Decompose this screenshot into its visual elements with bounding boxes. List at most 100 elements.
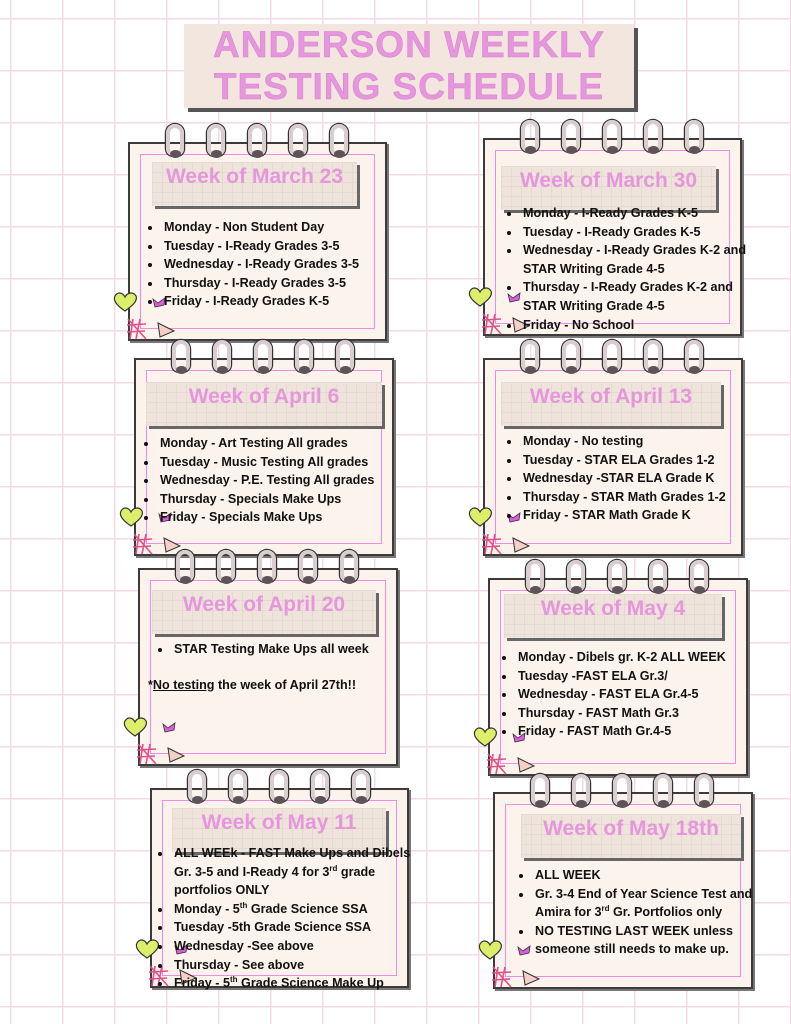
schedule-item: Friday - No School bbox=[521, 316, 761, 335]
week-card: Week of March 30Monday - I-Ready Grades … bbox=[468, 120, 746, 336]
schedule-item: Wednesday - FAST ELA Gr.4-5 bbox=[516, 685, 766, 704]
week-title: Week of March 23 bbox=[165, 165, 343, 188]
hash-doodle-icon bbox=[148, 965, 169, 987]
spiral-ring-icon bbox=[685, 340, 703, 374]
small-heart-icon bbox=[162, 722, 176, 733]
schedule-item: NO TESTING LAST WEEK unless someone stil… bbox=[533, 922, 765, 959]
spiral-ring-icon bbox=[521, 120, 539, 154]
heart-icon bbox=[478, 940, 502, 960]
spiral-ring-icon bbox=[254, 340, 272, 374]
spiral-ring-icon bbox=[248, 124, 266, 158]
main-title: ANDERSON WEEKLY TESTING SCHEDULE bbox=[184, 24, 634, 108]
spiral-ring-icon bbox=[330, 124, 348, 158]
spiral-ring-icon bbox=[654, 774, 672, 808]
spiral-ring-icon bbox=[229, 770, 247, 804]
week-title: Week of March 30 bbox=[519, 169, 697, 192]
schedule-item: STAR Testing Make Ups all week bbox=[172, 640, 408, 659]
schedule-item: Thursday - I-Ready Grades 3-5 bbox=[162, 274, 402, 293]
schedule-list: Monday - Art Testing All gradesTuesday -… bbox=[142, 434, 408, 527]
note-text: *No testing the week of April 27th!! bbox=[148, 678, 356, 692]
heart-icon bbox=[119, 507, 143, 527]
hash-doodle-icon bbox=[136, 743, 157, 765]
week-title-banner: Week of April 20 bbox=[152, 590, 376, 634]
schedule-item: Tuesday -FAST ELA Gr.3/ bbox=[516, 667, 766, 686]
week-card: Week of April 13Monday - No testingTuesd… bbox=[468, 340, 743, 556]
spiral-ring-icon bbox=[531, 774, 549, 808]
schedule-item: Thursday - FAST Math Gr.3 bbox=[516, 704, 766, 723]
spiral-ring-icon bbox=[217, 550, 235, 584]
spiral-ring-icon bbox=[299, 550, 317, 584]
week-title-banner: Week of March 23 bbox=[152, 162, 357, 206]
schedule-item: Friday - FAST Math Gr.4-5 bbox=[516, 722, 766, 741]
schedule-item: Tuesday - STAR ELA Grades 1-2 bbox=[521, 451, 757, 470]
triangle-icon bbox=[157, 322, 176, 338]
spiral-ring-icon bbox=[613, 774, 631, 808]
week-title: Week of April 6 bbox=[188, 385, 340, 408]
spiral-ring-icon bbox=[188, 770, 206, 804]
schedule-list: Monday - Non Student DayTuesday - I-Read… bbox=[146, 218, 402, 311]
schedule-list: Monday - No testingTuesday - STAR ELA Gr… bbox=[505, 432, 757, 525]
spiral-ring-icon bbox=[311, 770, 329, 804]
schedule-item: Monday - 5th Grade Science SSA bbox=[172, 900, 416, 919]
triangle-icon bbox=[517, 757, 536, 773]
heart-icon bbox=[113, 292, 137, 312]
schedule-list: ALL WEEKGr. 3-4 End of Year Science Test… bbox=[517, 866, 765, 959]
spiral-ring-icon bbox=[172, 340, 190, 374]
schedule-item: Friday - STAR Math Grade K bbox=[521, 506, 757, 525]
spiral-ring-icon bbox=[270, 770, 288, 804]
week-title: Week of May 4 bbox=[540, 597, 686, 620]
week-title-banner: Week of April 6 bbox=[146, 382, 382, 426]
small-heart-icon bbox=[507, 292, 521, 303]
hash-doodle-icon bbox=[481, 313, 502, 335]
spiral-ring-icon bbox=[562, 340, 580, 374]
spiral-ring-icon bbox=[685, 120, 703, 154]
schedule-item: Wednesday - I-Ready Grades 3-5 bbox=[162, 255, 402, 274]
small-heart-icon bbox=[507, 512, 521, 523]
spiral-ring-icon bbox=[644, 120, 662, 154]
triangle-icon bbox=[179, 969, 198, 985]
week-title: Week of May 11 bbox=[201, 811, 357, 834]
triangle-icon bbox=[522, 970, 541, 986]
hash-doodle-icon bbox=[126, 318, 147, 340]
schedule-item: ALL WEEK bbox=[533, 866, 765, 885]
week-card: Week of May 4Monday - Dibels gr. K-2 ALL… bbox=[473, 560, 748, 776]
spiral-ring-icon bbox=[690, 560, 708, 594]
triangle-icon bbox=[512, 317, 531, 333]
schedule-item: Monday - Dibels gr. K-2 ALL WEEK bbox=[516, 648, 766, 667]
spiral-ring-icon bbox=[695, 774, 713, 808]
hash-doodle-icon bbox=[491, 966, 512, 988]
schedule-list: Monday - I-Ready Grades K-5Tuesday - I-R… bbox=[505, 204, 761, 334]
small-heart-icon bbox=[174, 944, 188, 955]
triangle-icon bbox=[167, 747, 186, 763]
schedule-item: Monday - I-Ready Grades K-5 bbox=[521, 204, 761, 223]
spiral-ring-icon bbox=[336, 340, 354, 374]
schedule-list: Monday - Dibels gr. K-2 ALL WEEKTuesday … bbox=[500, 648, 766, 741]
heart-icon bbox=[135, 939, 159, 959]
triangle-icon bbox=[163, 537, 182, 553]
spiral-ring-icon bbox=[166, 124, 184, 158]
heart-icon bbox=[473, 727, 497, 747]
week-card: Week of May 18thALL WEEKGr. 3-4 End of Y… bbox=[478, 774, 753, 989]
schedule-item: Wednesday -See above bbox=[172, 937, 416, 956]
schedule-item: Thursday - See above bbox=[172, 956, 416, 975]
spiral-ring-icon bbox=[603, 340, 621, 374]
schedule-list: ALL WEEk - FAST Make Ups and Dibels Gr. … bbox=[156, 844, 416, 993]
schedule-list: STAR Testing Make Ups all week bbox=[156, 640, 408, 659]
schedule-item: Wednesday - P.E. Testing All grades bbox=[158, 471, 408, 490]
small-heart-icon bbox=[517, 945, 531, 956]
spiral-ring-icon bbox=[521, 340, 539, 374]
hash-doodle-icon bbox=[481, 533, 502, 555]
title-line-2: TESTING SCHEDULE bbox=[213, 66, 605, 108]
spiral-ring-icon bbox=[644, 340, 662, 374]
small-heart-icon bbox=[158, 512, 172, 523]
week-title-banner: Week of May 4 bbox=[504, 594, 722, 638]
schedule-item: Wednesday - I-Ready Grades K-2 and STAR … bbox=[521, 241, 761, 278]
heart-icon bbox=[468, 287, 492, 307]
spiral-ring-icon bbox=[207, 124, 225, 158]
triangle-icon bbox=[512, 537, 531, 553]
note-prefix: * bbox=[148, 678, 153, 692]
heart-icon bbox=[468, 507, 492, 527]
schedule-item: ALL WEEk - FAST Make Ups and Dibels Gr. … bbox=[172, 844, 416, 900]
schedule-item: Tuesday - I-Ready Grades 3-5 bbox=[162, 237, 402, 256]
title-line-1: ANDERSON WEEKLY bbox=[213, 24, 605, 66]
